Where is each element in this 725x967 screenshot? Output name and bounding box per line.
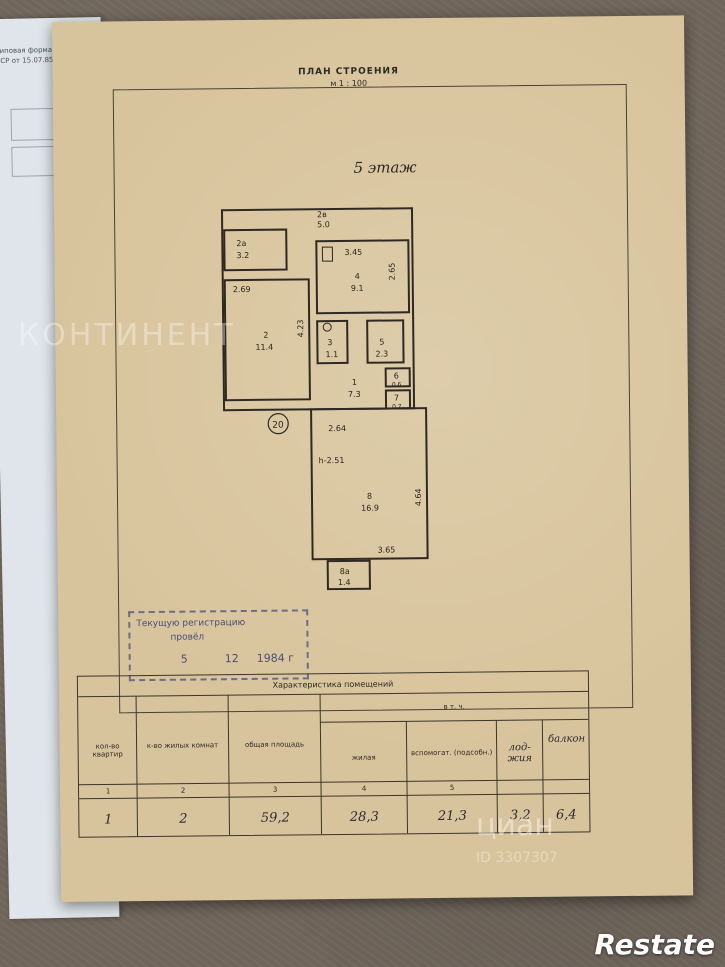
header-rooms: к-во жилых комнат <box>146 741 219 751</box>
room-5-area: 2.3 <box>375 349 388 358</box>
column-number-5: 5 <box>449 783 455 792</box>
value-apartments: 1 <box>104 812 113 828</box>
cian-id-watermark: ID 3307307 <box>476 850 558 866</box>
header-living: жилая <box>351 753 376 762</box>
value-living-area: 28,3 <box>349 809 379 825</box>
plan-room-6 <box>384 367 411 388</box>
column-number-3: 3 <box>272 785 278 794</box>
room-3-area: 1.1 <box>325 350 338 359</box>
table-grid <box>78 690 590 837</box>
stamp-line-1: Текущую регистрацию <box>136 618 246 630</box>
stove-icon <box>321 246 334 262</box>
plan-room-3 <box>316 319 349 365</box>
floor-plan: 2в 5.0 2а 3.2 2.69 3.45 2.65 4.23 2 11.4… <box>220 207 429 591</box>
header-total-area: общая площадь <box>244 740 305 750</box>
column-number-4: 4 <box>361 784 367 793</box>
header-apartments: кол-во квартир <box>92 742 123 759</box>
room-2a-code: 2а <box>236 239 246 248</box>
room-8a-number: 8а <box>340 567 350 576</box>
plan-room-8a <box>326 559 371 591</box>
header-balcony: балкон <box>547 733 586 745</box>
dim-269: 2.69 <box>233 285 251 294</box>
stamp-month: 12 <box>224 652 239 666</box>
room-8-number: 8 <box>367 492 372 501</box>
cian-watermark: циан <box>476 808 554 843</box>
plan-room-7 <box>384 389 412 410</box>
plan-wall-lower <box>310 407 429 561</box>
dim-264: 2.64 <box>328 424 346 433</box>
apartment-number: 20 <box>272 421 284 431</box>
column-number-1: 1 <box>105 787 111 796</box>
header-loggia: лод-жия <box>507 742 533 765</box>
room-2a-area: 3.2 <box>236 251 249 260</box>
plan-room-2a <box>223 228 288 272</box>
room-1-area: 7.3 <box>348 390 361 399</box>
room-3-number: 3 <box>327 338 332 347</box>
room-1-number: 1 <box>352 378 357 387</box>
room-4-number: 4 <box>355 272 360 281</box>
room-4-area: 9.1 <box>351 284 364 293</box>
toilet-icon <box>322 322 332 332</box>
stamp-year: 1984 г <box>256 651 295 665</box>
room-6-area: 0.6 <box>392 381 402 388</box>
value-total-area: 59,2 <box>260 810 290 826</box>
room-7-number: 7 <box>394 393 399 402</box>
apartment-number-circle <box>267 413 289 435</box>
plan-room-2 <box>223 278 311 402</box>
stamp-line-2: провёл <box>170 632 205 643</box>
plan-room-5 <box>366 319 405 364</box>
value-rooms: 2 <box>179 811 188 827</box>
dim-345: 3.45 <box>344 248 362 257</box>
dim-top-length: 5.0 <box>317 220 330 229</box>
stamp-day: 5 <box>180 652 188 666</box>
plan-room-4 <box>315 239 411 315</box>
room-8-area: 16.9 <box>361 504 379 513</box>
dim-464: 4.64 <box>414 488 423 506</box>
room-2-number: 2 <box>263 331 268 340</box>
room-6-number: 6 <box>394 371 399 380</box>
ceiling-height: h-2.51 <box>319 456 345 465</box>
column-number-2: 2 <box>180 786 186 795</box>
room-7-area: 0.7 <box>392 403 402 410</box>
header-aux: вспомогат. (подсобн.) <box>410 748 493 758</box>
registration-stamp: Текущую регистрацию провёл 5 12 1984 г <box>128 609 309 682</box>
plan-document-sheet: ПЛАН СТРОЕНИЯ м 1 : 100 5 этаж <box>52 15 694 902</box>
premises-table: Характеристика помещений в т. ч. кол-во … <box>76 670 591 838</box>
dim-365: 3.65 <box>378 545 396 554</box>
kontinent-watermark: КОНТИНЕНТ <box>18 318 236 353</box>
room-8a-area: 1.4 <box>338 578 351 587</box>
restate-logo: Restate <box>594 928 715 961</box>
room-2-area: 11.4 <box>255 343 273 352</box>
room-5-number: 5 <box>379 338 384 347</box>
dim-265: 2.65 <box>388 263 397 281</box>
dim-423: 4.23 <box>296 320 305 338</box>
dim-top-code: 2в <box>317 210 327 219</box>
